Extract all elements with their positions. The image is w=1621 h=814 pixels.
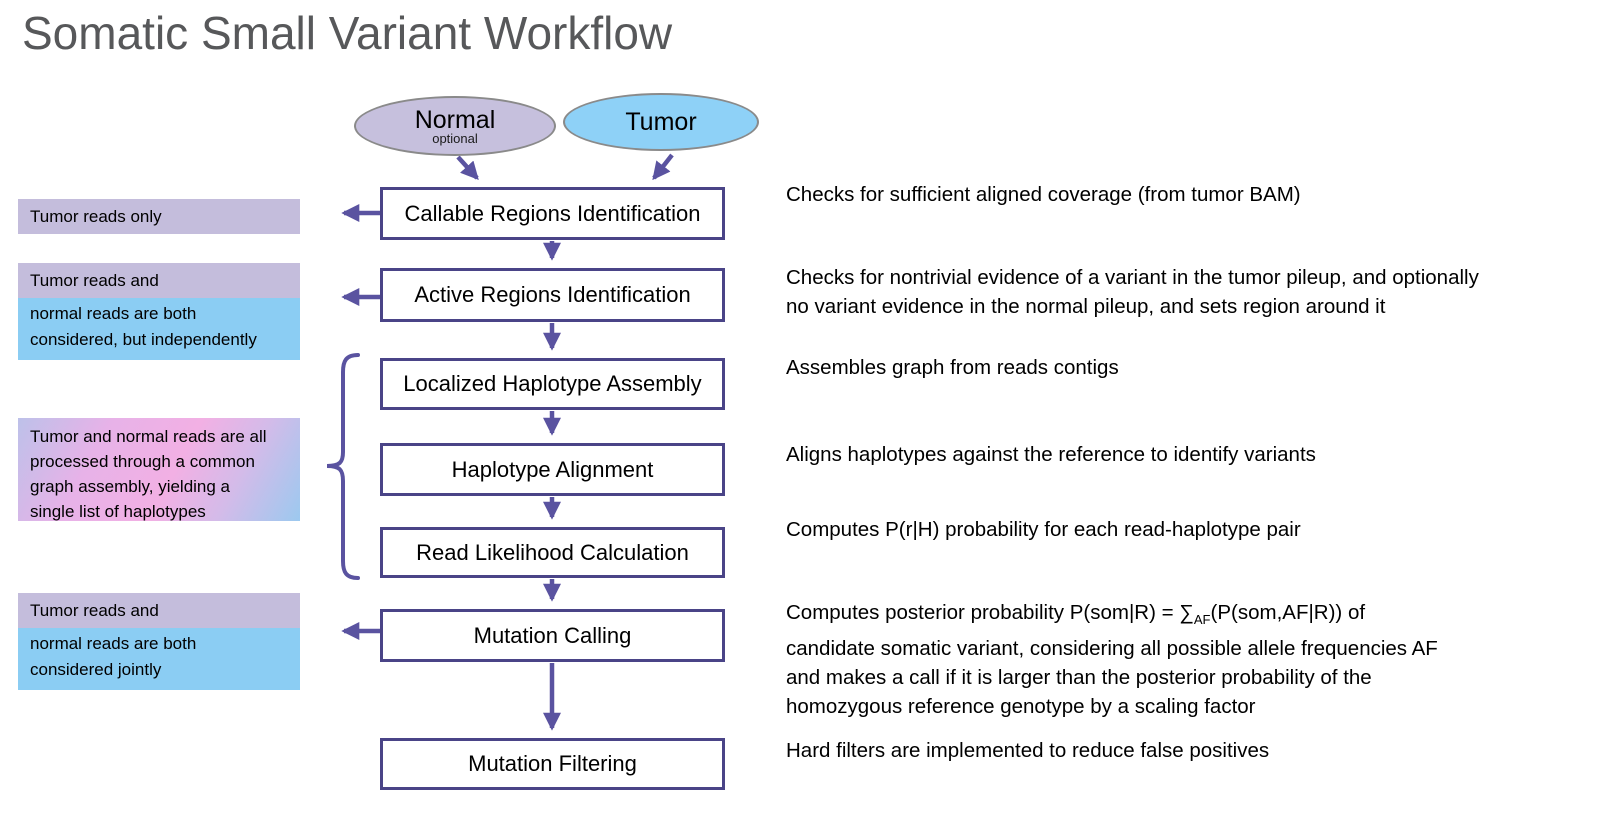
note-line: graph assembly, yielding a: [30, 477, 231, 496]
input-normal-ellipse: Normal optional: [354, 96, 556, 156]
note-line: single list of haplotypes: [30, 502, 206, 521]
note-common-graph-assembly: Tumor and normal reads are all processed…: [18, 418, 300, 521]
step-mutation-calling: Mutation Calling: [380, 609, 725, 662]
note-tumor-reads-only: Tumor reads only: [18, 199, 300, 234]
annotation-line: Aligns haplotypes against the reference …: [786, 443, 1316, 466]
note-line: Tumor and normal reads are all: [30, 427, 267, 446]
step-label: Mutation Filtering: [468, 751, 637, 776]
annotation-line: Assembles graph from reads contigs: [786, 356, 1119, 379]
input-tumor-label: Tumor: [625, 107, 697, 136]
note-line: normal reads are both: [30, 304, 197, 323]
annotation-line: Hard filters are implemented to reduce f…: [786, 739, 1270, 762]
step-callable-regions: Callable Regions Identification: [380, 187, 725, 240]
annotation-mutation-filtering: Hard filters are implemented to reduce f…: [786, 736, 1606, 765]
annotation-haplotype-assembly: Assembles graph from reads contigs: [786, 353, 1606, 382]
input-normal-sublabel: optional: [432, 130, 478, 146]
annotation-read-likelihood: Computes P(r|H) probability for each rea…: [786, 515, 1606, 544]
annotation-active-regions: Checks for nontrivial evidence of a vari…: [786, 263, 1606, 321]
page-title: Somatic Small Variant Workflow: [22, 7, 673, 59]
note-considered-independently: Tumor reads and normal reads are both co…: [18, 263, 300, 360]
note-line: Tumor reads and: [30, 271, 159, 290]
step-read-likelihood: Read Likelihood Calculation: [380, 527, 725, 578]
annotation-line: Computes P(r|H) probability for each rea…: [786, 518, 1301, 541]
formula-subscript: AF: [1193, 612, 1211, 627]
step-label: Localized Haplotype Assembly: [403, 371, 702, 396]
step-haplotype-alignment: Haplotype Alignment: [380, 443, 725, 496]
step-haplotype-assembly: Localized Haplotype Assembly: [380, 358, 725, 410]
step-label: Read Likelihood Calculation: [416, 539, 689, 565]
annotation-line: Checks for sufficient aligned coverage (…: [786, 183, 1301, 206]
step-label: Active Regions Identification: [414, 282, 691, 307]
step-label: Mutation Calling: [473, 622, 632, 648]
note-considered-jointly: Tumor reads and normal reads are both co…: [18, 593, 300, 690]
note-line: Tumor reads only: [30, 207, 162, 226]
annotation-line: candidate somatic variant, considering a…: [786, 637, 1438, 660]
annotation-haplotype-alignment: Aligns haplotypes against the reference …: [786, 440, 1606, 469]
annotation-formula-line: Computes posterior probability P(som|R) …: [786, 598, 1606, 634]
annotation-mutation-calling: Computes posterior probability P(som|R) …: [786, 598, 1606, 721]
formula-pre: Computes posterior probability P(som|R) …: [786, 601, 1194, 624]
formula-post: (P(som,AF|R)) of: [1210, 601, 1366, 624]
note-line: considered jointly: [30, 660, 162, 679]
arrow-normal-to-callable: [456, 155, 479, 181]
step-mutation-filtering: Mutation Filtering: [380, 738, 725, 790]
note-line: Tumor reads and: [30, 601, 159, 620]
note-line: considered, but independently: [30, 330, 257, 349]
annotation-line: and makes a call if it is larger than th…: [786, 666, 1372, 689]
brace-common-assembly: [326, 353, 360, 580]
step-label: Haplotype Alignment: [451, 456, 654, 482]
arrow-tumor-to-callable: [652, 153, 674, 181]
input-normal-label: Normal: [414, 105, 496, 134]
annotation-callable-regions: Checks for sufficient aligned coverage (…: [786, 180, 1606, 209]
note-line: normal reads are both: [30, 634, 197, 653]
input-tumor-ellipse: Tumor: [563, 93, 759, 151]
step-active-regions: Active Regions Identification: [380, 268, 725, 322]
annotation-line: homozygous reference genotype by a scali…: [786, 695, 1256, 718]
step-label: Callable Regions Identification: [404, 200, 701, 226]
annotation-line: no variant evidence in the normal pileup…: [786, 295, 1386, 318]
note-line: processed through a common: [30, 452, 255, 471]
annotation-line: Checks for nontrivial evidence of a vari…: [786, 266, 1479, 289]
